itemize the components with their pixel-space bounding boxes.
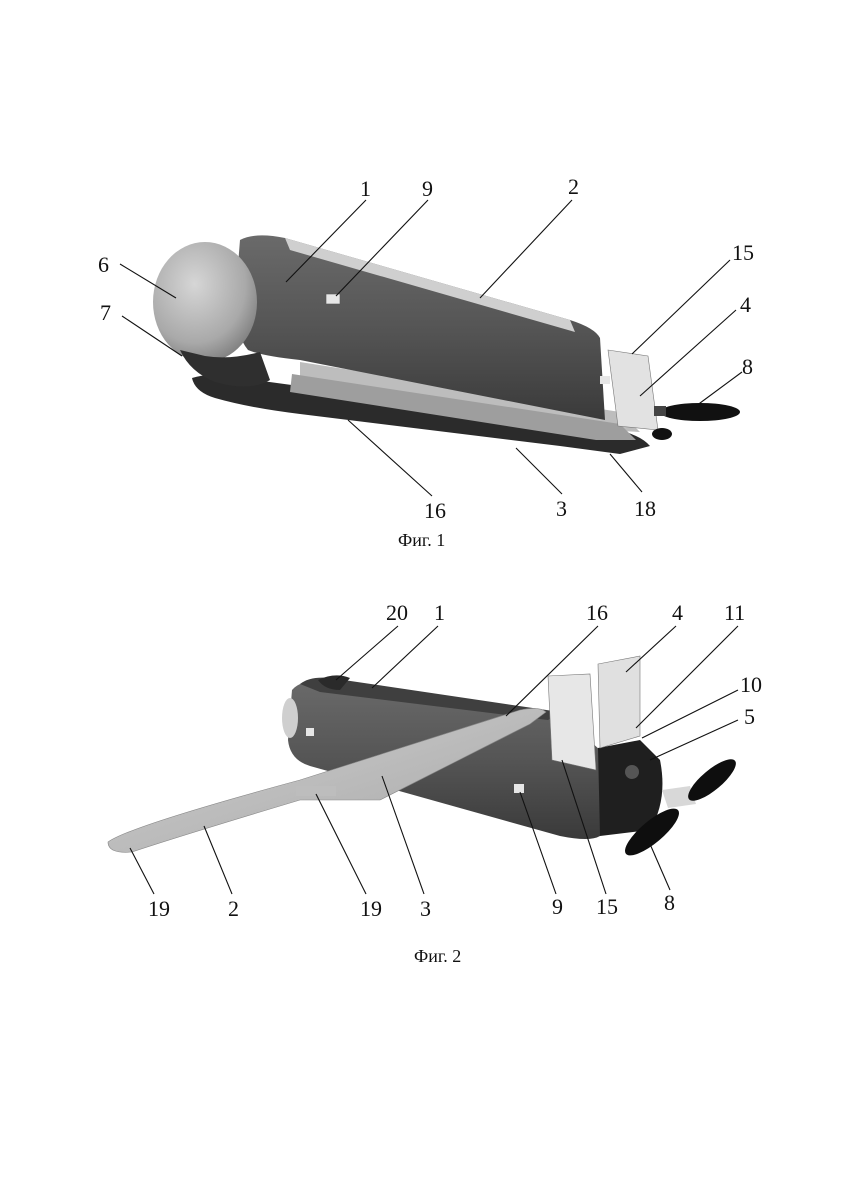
fig2-label-15: 15	[596, 894, 618, 919]
fig2-label-19a: 19	[148, 896, 170, 921]
leader-3	[515, 447, 563, 495]
leader-16	[505, 625, 599, 717]
fig1-label-8: 8	[742, 354, 753, 379]
figure-1-caption: Фиг. 1	[398, 530, 445, 550]
leader-3	[381, 775, 425, 895]
leader-4	[639, 309, 737, 397]
nose-dome	[153, 242, 257, 362]
fig2-label-9: 9	[552, 894, 563, 919]
leader-5	[649, 719, 739, 761]
propeller-blade-lower	[625, 808, 679, 856]
fig1-label-16: 16	[424, 498, 446, 523]
top-cover	[285, 238, 575, 332]
fig2-label-2: 2	[228, 896, 239, 921]
fig1-label-1: 1	[360, 176, 371, 201]
fig1-label-15: 15	[732, 240, 754, 265]
leader-1	[285, 199, 367, 283]
leader-16	[347, 419, 433, 497]
fig2-label-10: 10	[740, 672, 762, 697]
fig1-label-18: 18	[634, 496, 656, 521]
leader-9	[519, 791, 557, 895]
fig2-label-20: 20	[386, 600, 408, 625]
fig2-label-19b: 19	[360, 896, 382, 921]
nose-dome	[282, 698, 298, 738]
leader-15	[561, 759, 607, 895]
propeller-blade	[660, 403, 740, 421]
leader-8	[649, 843, 671, 891]
figure-2-caption: Фиг. 2	[414, 946, 461, 966]
fuselage-bottom	[192, 375, 650, 454]
fig1-label-9: 9	[422, 176, 433, 201]
leader-2	[203, 825, 233, 895]
stowed-wing-2	[290, 374, 636, 440]
tail-fin-lower	[547, 673, 597, 771]
leader-19b	[315, 793, 367, 895]
leader-20	[335, 625, 399, 681]
propeller-blade-upper	[688, 759, 736, 801]
leader-15	[631, 259, 731, 355]
fig1-label-3: 3	[556, 496, 567, 521]
leader-10	[641, 689, 739, 739]
fig1-label-6: 6	[98, 252, 109, 277]
fig2-label-1: 1	[434, 600, 445, 625]
nose-module	[180, 350, 270, 387]
propeller-blade-lower	[652, 428, 672, 440]
leader-2	[479, 199, 573, 299]
fuselage	[235, 235, 605, 420]
figure-2: 20 1 16 4 11 10 5 19 2 19 3 9 15 8 Фиг. …	[107, 600, 762, 966]
mount-block	[325, 293, 341, 305]
fig2-label-11: 11	[724, 600, 745, 625]
leader-6	[119, 263, 177, 299]
fig2-label-4: 4	[672, 600, 683, 625]
fig1-label-7: 7	[100, 300, 111, 325]
mount-block	[514, 784, 524, 793]
fuselage-top	[300, 677, 560, 720]
fig1-label-4: 4	[740, 292, 751, 317]
leader-4	[625, 625, 677, 673]
fig1-label-2: 2	[568, 174, 579, 199]
figure-1: 1 9 2 15 6 4 7 8 16 3 18 Фиг. 1	[98, 174, 754, 550]
wing-hinge	[296, 786, 336, 796]
propeller-hub	[654, 406, 666, 416]
leader-18	[609, 453, 643, 493]
mount-block-front	[306, 728, 314, 736]
fig2-label-16: 16	[586, 600, 608, 625]
fig2-label-8: 8	[664, 890, 675, 915]
mount-block-rear	[600, 376, 610, 384]
leader-8	[695, 371, 743, 407]
rear-section	[598, 740, 663, 836]
fig2-label-5: 5	[744, 704, 755, 729]
nose-cap	[318, 675, 350, 690]
tail-fin-upper	[597, 655, 641, 749]
leader-11	[635, 625, 739, 729]
fig2-label-3: 3	[420, 896, 431, 921]
motor-mount	[625, 765, 639, 779]
propeller-hub	[662, 786, 696, 808]
leader-19a	[129, 847, 155, 895]
leader-1	[371, 625, 439, 689]
leader-7	[121, 315, 183, 357]
leader-9	[335, 199, 429, 297]
